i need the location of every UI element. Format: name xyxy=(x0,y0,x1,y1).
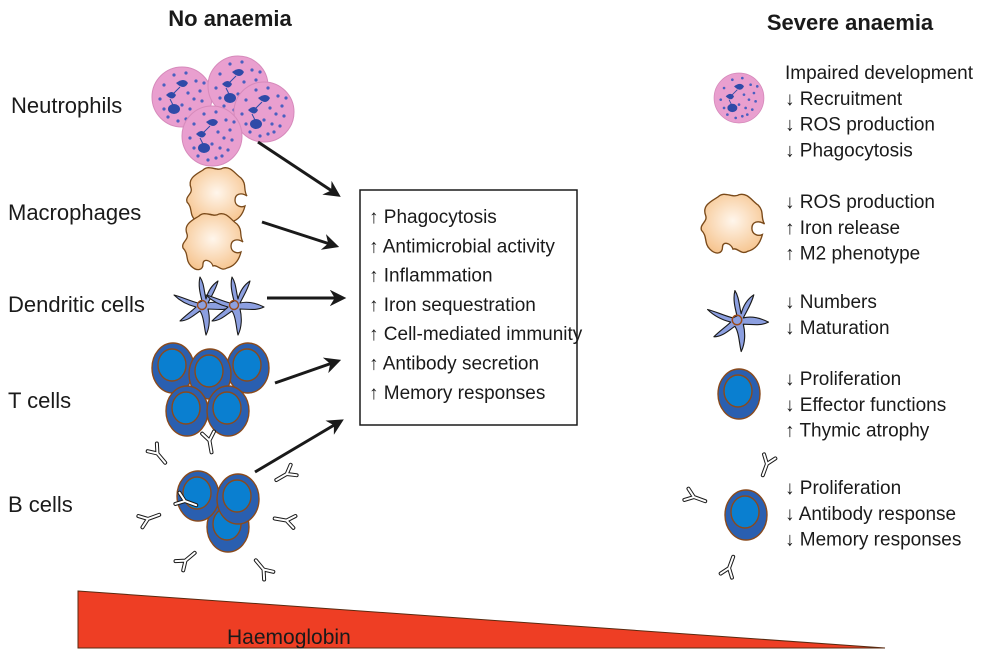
macrophages-cluster-icon xyxy=(182,167,248,271)
severe-macrophage-icon xyxy=(700,193,766,254)
up-arrow-icon: ↑ xyxy=(785,421,795,442)
up-arrow-icon: ↑ xyxy=(369,207,379,228)
no-anaemia-effects-list: ↑ Phagocytosis↑ Antimicrobial activity↑ … xyxy=(369,207,583,404)
down-arrow-icon: ↓ xyxy=(785,292,795,313)
no-anaemia-effect-item: ↑ Phagocytosis xyxy=(369,207,497,228)
severe-effects-dendritic: ↓ Numbers↓ Maturation xyxy=(785,292,890,339)
arrows xyxy=(254,140,347,474)
severe-anaemia-effect-item: ↑ Thymic atrophy xyxy=(785,421,930,442)
down-arrow-icon: ↓ xyxy=(785,530,795,551)
severe-anaemia-effect-item: ↓ Antibody response xyxy=(785,504,956,525)
effect-text: Memory responses xyxy=(800,530,962,551)
effect-text: Numbers xyxy=(800,292,877,313)
no-anaemia-effect-item: ↑ Iron sequestration xyxy=(369,295,536,316)
effect-text: Recruitment xyxy=(800,89,903,110)
effect-text: Iron sequestration xyxy=(384,295,536,316)
effect-text: Impaired development xyxy=(785,63,974,84)
no-anaemia-effect-item: ↑ Inflammation xyxy=(369,266,493,287)
no-anaemia-heading: No anaemia xyxy=(168,6,292,31)
no-anaemia-effect-item: ↑ Antibody secretion xyxy=(369,354,539,375)
effect-text: Antimicrobial activity xyxy=(383,236,556,257)
effect-text: Proliferation xyxy=(800,369,901,390)
neutrophils-cluster-icon xyxy=(151,55,295,167)
arrow-t-cells xyxy=(274,357,342,385)
haemoglobin-gradient-wedge xyxy=(77,590,886,649)
label-t-cells: T cells xyxy=(8,388,71,413)
t-cells-cluster-icon xyxy=(151,342,270,437)
effect-text: M2 phenotype xyxy=(800,244,920,265)
effect-text: Cell-mediated immunity xyxy=(384,324,583,345)
severe-anaemia-effect-item: ↓ Proliferation xyxy=(785,478,901,499)
label-neutrophils: Neutrophils xyxy=(11,93,122,118)
arrow-b-cells xyxy=(254,419,344,474)
effect-text: ROS production xyxy=(800,115,935,136)
dendritic-cells-cluster-icon xyxy=(173,276,265,336)
severe-anaemia-effect-item: ↓ Recruitment xyxy=(785,89,903,110)
effect-text: Phagocytosis xyxy=(384,207,497,228)
up-arrow-icon: ↑ xyxy=(369,236,379,257)
effect-text: ROS production xyxy=(800,192,935,213)
effect-text: Thymic atrophy xyxy=(799,421,929,442)
effect-text: Memory responses xyxy=(384,383,546,404)
down-arrow-icon: ↓ xyxy=(785,318,795,339)
haemoglobin-label: Haemoglobin xyxy=(227,626,351,649)
severe-anaemia-heading: Severe anaemia xyxy=(767,10,934,35)
up-arrow-icon: ↑ xyxy=(369,266,379,287)
down-arrow-icon: ↓ xyxy=(785,115,795,136)
severe-effects-macrophages: ↓ ROS production↑ Iron release↑ M2 pheno… xyxy=(785,192,935,265)
severe-anaemia-effect-item: ↓ ROS production xyxy=(785,192,935,213)
no-anaemia-effect-item: ↑ Memory responses xyxy=(369,383,545,404)
arrow-macrophages xyxy=(261,220,340,250)
severe-anaemia-effect-item: ↓ Numbers xyxy=(785,292,877,313)
effect-text: Iron release xyxy=(800,218,900,239)
label-dendritic-cells: Dendritic cells xyxy=(8,292,145,317)
arrow-neutrophils xyxy=(257,140,341,197)
severe-anaemia-effect-item: ↓ Proliferation xyxy=(785,369,901,390)
severe-anaemia-effects: Impaired development↓ Recruitment↓ ROS p… xyxy=(785,63,974,551)
up-arrow-icon: ↑ xyxy=(369,324,379,345)
effect-text: Inflammation xyxy=(384,266,493,287)
effect-text: Maturation xyxy=(800,318,890,339)
severe-dendritic-cell-icon xyxy=(706,289,770,353)
down-arrow-icon: ↓ xyxy=(785,504,795,525)
label-macrophages: Macrophages xyxy=(8,200,141,225)
up-arrow-icon: ↑ xyxy=(369,383,379,404)
severe-anaemia-effect-item: ↓ Phagocytosis xyxy=(785,140,913,161)
up-arrow-icon: ↑ xyxy=(785,218,795,239)
label-b-cells: B cells xyxy=(8,492,73,517)
no-anaemia-effect-item: ↑ Cell-mediated immunity xyxy=(369,324,583,345)
down-arrow-icon: ↓ xyxy=(785,89,795,110)
severe-effects-tcells: ↓ Proliferation↓ Effector functions↑ Thy… xyxy=(785,369,946,442)
b-cells-cluster-icon xyxy=(136,429,299,582)
severe-anaemia-effect-item: ↓ Effector functions xyxy=(785,395,946,416)
effect-text: Phagocytosis xyxy=(800,140,913,161)
severe-anaemia-effect-item: ↑ Iron release xyxy=(785,218,900,239)
severe-neutrophil-icon xyxy=(713,72,765,124)
down-arrow-icon: ↓ xyxy=(785,192,795,213)
severe-effects-neutrophils: Impaired development↓ Recruitment↓ ROS p… xyxy=(785,63,974,161)
effect-text: Antibody secretion xyxy=(383,354,539,375)
severe-anaemia-effect-item: ↑ M2 phenotype xyxy=(785,244,920,265)
severe-anaemia-effect-item: ↓ ROS production xyxy=(785,115,935,136)
severe-anaemia-effect-item: Impaired development xyxy=(785,63,974,84)
severe-effects-bcells: ↓ Proliferation↓ Antibody response↓ Memo… xyxy=(785,478,961,551)
up-arrow-icon: ↑ xyxy=(369,354,379,375)
effect-text: Proliferation xyxy=(800,478,901,499)
no-anaemia-effect-item: ↑ Antimicrobial activity xyxy=(369,236,555,257)
down-arrow-icon: ↓ xyxy=(785,140,795,161)
down-arrow-icon: ↓ xyxy=(785,369,795,390)
up-arrow-icon: ↑ xyxy=(785,244,795,265)
effect-text: Antibody response xyxy=(799,504,956,525)
no-anaemia-effects-box xyxy=(359,189,578,426)
severe-anaemia-effect-item: ↓ Maturation xyxy=(785,318,890,339)
severe-t-cell-icon xyxy=(717,368,761,420)
severe-b-cell-icon xyxy=(682,452,778,580)
severe-anaemia-effect-item: ↓ Memory responses xyxy=(785,530,961,551)
down-arrow-icon: ↓ xyxy=(785,478,795,499)
up-arrow-icon: ↑ xyxy=(369,295,379,316)
effect-text: Effector functions xyxy=(800,395,946,416)
down-arrow-icon: ↓ xyxy=(785,395,795,416)
